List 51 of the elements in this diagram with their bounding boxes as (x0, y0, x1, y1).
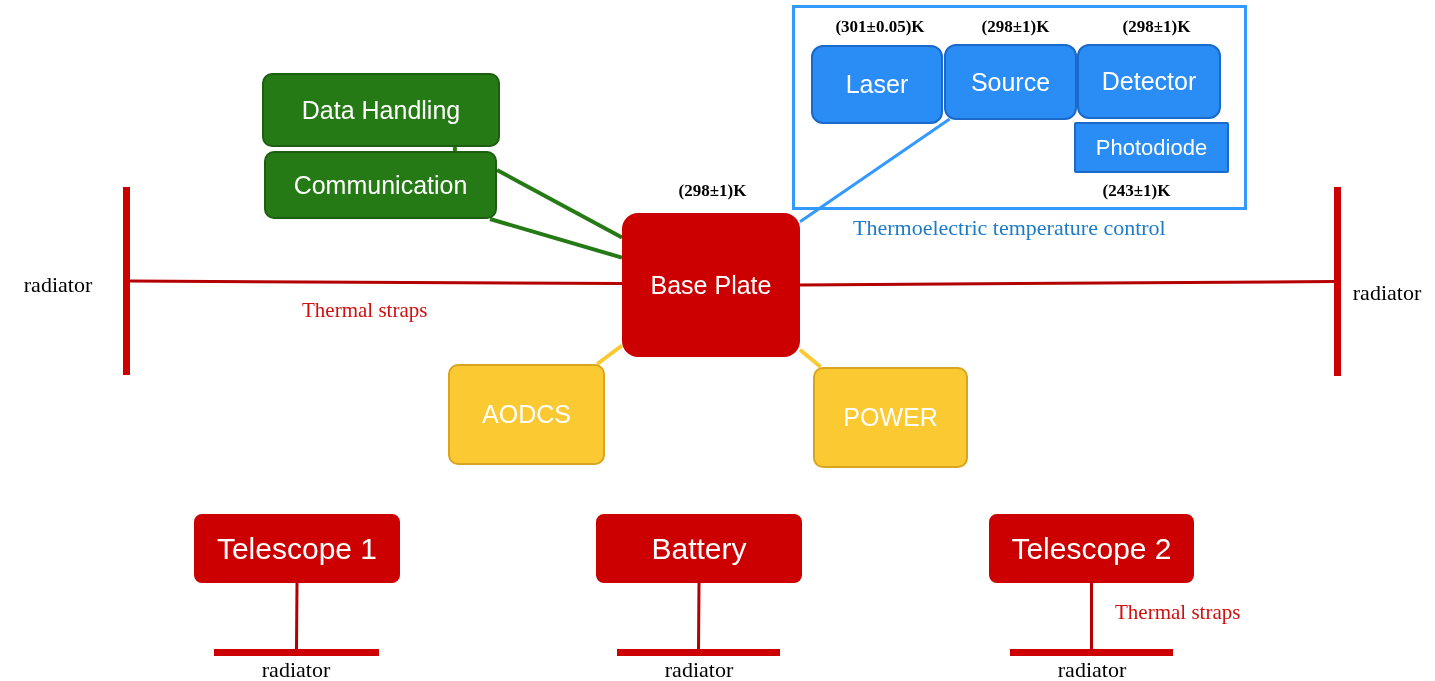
box-label: AODCS (482, 400, 571, 429)
component-box (944, 44, 1077, 120)
component-box (1077, 44, 1221, 119)
box-label: Detector (1101, 67, 1197, 96)
temperature-label: (301±0.05)K (834, 17, 926, 37)
subsystem-box (989, 514, 1194, 583)
subsystem-box (262, 73, 500, 147)
box-label: POWER (843, 403, 938, 432)
radiator-bar (123, 187, 130, 375)
radiator-label: radiator (22, 272, 94, 298)
temperature-label: (298±1)K (677, 181, 748, 201)
group-heading: Thermoelectric temperature control (853, 215, 1166, 241)
box-label: Photodiode (1095, 134, 1208, 161)
connector-line (799, 117, 951, 223)
radiator-bar (617, 649, 780, 656)
box-label: Laser (845, 70, 909, 99)
subsystem-box (448, 364, 605, 465)
box-label: Battery (651, 531, 747, 566)
connector-line (295, 583, 299, 649)
connector-line (697, 583, 701, 649)
subsystem-box (596, 514, 802, 583)
radiator-label: radiator (663, 657, 735, 681)
subsystem-box (813, 367, 968, 468)
box-label: Communication (293, 170, 468, 200)
temperature-label: (298±1)K (980, 17, 1051, 37)
connector-line (489, 217, 623, 260)
temperature-label: (243±1)K (1101, 181, 1172, 201)
subsystem-box (264, 151, 497, 219)
connector-line (1090, 583, 1093, 649)
temperature-label: (298±1)K (1121, 17, 1192, 37)
radiator-label: radiator (260, 657, 332, 681)
connector-line (595, 343, 624, 366)
radiator-bar (1334, 187, 1341, 376)
radiator-bar (214, 649, 379, 656)
connector-line (798, 348, 823, 369)
connector-line (496, 168, 623, 240)
connector-line (800, 280, 1334, 287)
box-label: Telescope 2 (1011, 531, 1172, 566)
box-label: Data Handling (301, 95, 461, 125)
subsystem-box (194, 514, 400, 583)
box-label: Base Plate (650, 270, 772, 300)
radiator-bar (1010, 649, 1173, 656)
connector-line (130, 279, 622, 286)
base-plate-box (622, 213, 800, 357)
component-box (811, 45, 943, 124)
radiator-label: radiator (1351, 280, 1423, 306)
component-box (1074, 122, 1229, 173)
box-label: Telescope 1 (216, 531, 378, 566)
box-label: Source (970, 67, 1051, 97)
radiator-label: radiator (1056, 657, 1128, 681)
connector-line (452, 146, 458, 152)
